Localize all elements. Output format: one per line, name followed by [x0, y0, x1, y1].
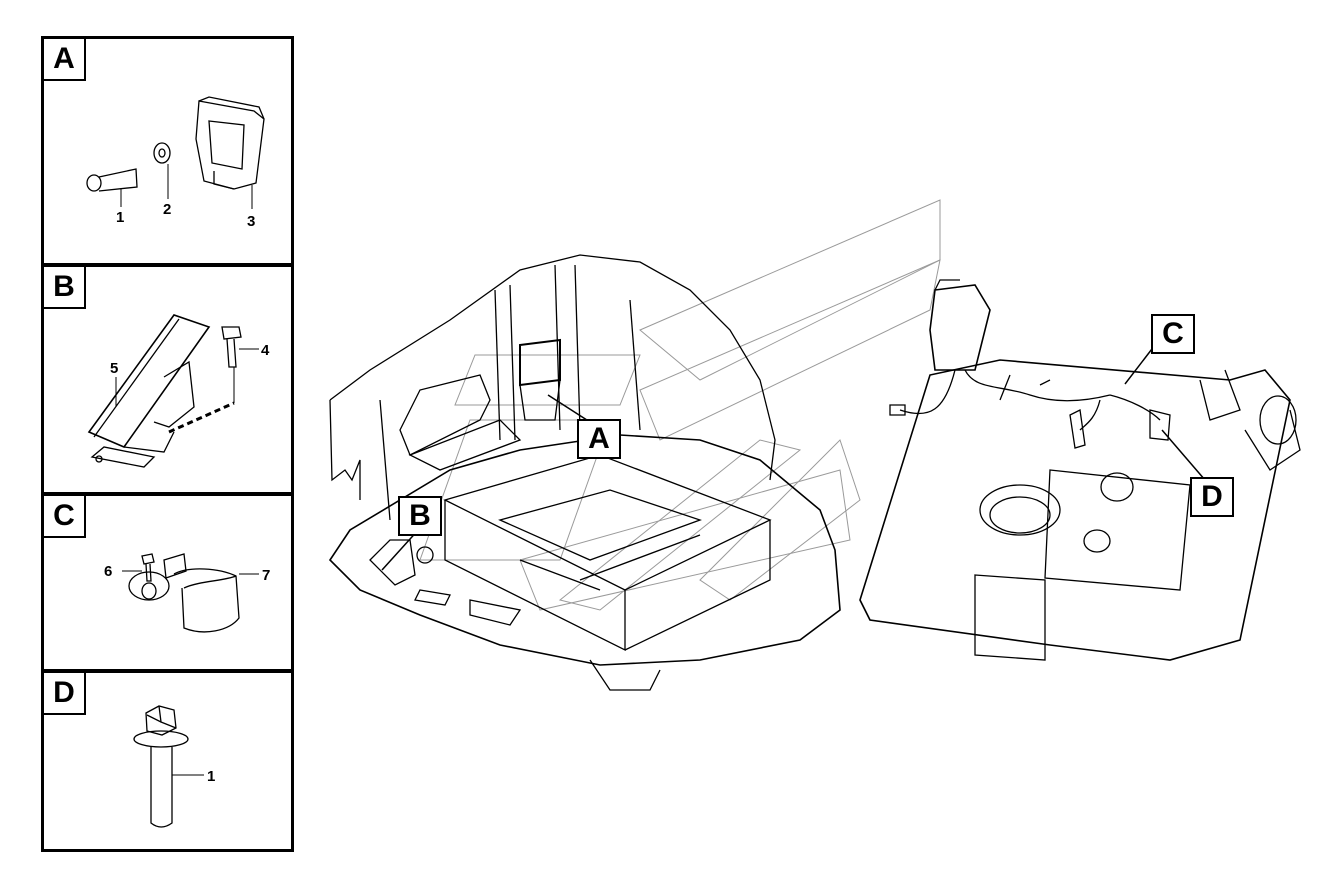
part-label-1: 1: [116, 209, 124, 226]
part-label-2: 2: [163, 201, 171, 218]
panel-tag-c: C: [44, 496, 86, 538]
callout-d: D: [1190, 477, 1234, 517]
panel-d-drawing: 1: [133, 705, 215, 828]
watermark: [419, 199, 941, 611]
callout-a: A: [577, 419, 621, 459]
part-label-7: 7: [262, 567, 270, 584]
callout-b: B: [398, 496, 442, 536]
callout-c: C: [1151, 314, 1195, 354]
cab-frame: [328, 254, 841, 691]
part-label-4: 4: [261, 342, 270, 359]
panel-a-drawing: 1 2 3: [86, 96, 265, 230]
part-label-6: 6: [104, 563, 112, 580]
panel-tag-a: A: [44, 39, 86, 81]
detail-panel-d: D 1: [41, 670, 294, 852]
part-label-3: 3: [247, 213, 255, 230]
detail-panel-a: A 1 2 3: [41, 36, 294, 266]
panel-c-drawing: 6 7: [104, 553, 270, 633]
leader-lines: [381, 344, 1206, 571]
panel-b-drawing: 4 5: [87, 314, 270, 468]
detail-panel-c: C 6 7: [41, 493, 294, 672]
part-label-1-d: 1: [207, 768, 215, 785]
detail-panel-b: B 4 5: [41, 264, 294, 495]
panel-tag-d: D: [44, 673, 86, 715]
part-label-5: 5: [110, 360, 118, 377]
panel-tag-b: B: [44, 267, 86, 309]
harness-drawing: [859, 279, 1301, 661]
